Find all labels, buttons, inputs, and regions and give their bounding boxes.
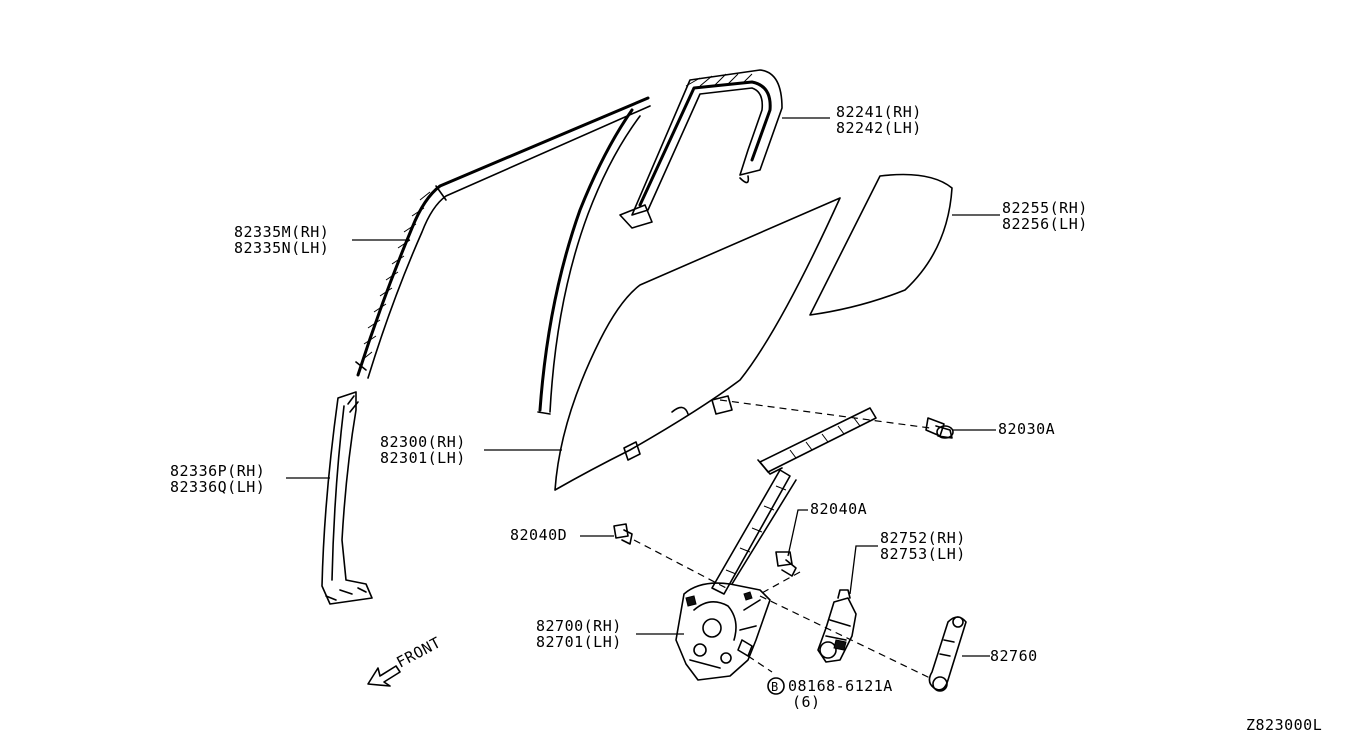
glass-run-82335 <box>355 96 651 379</box>
dash-82040D <box>633 539 731 591</box>
bolt-symbol-letter: B <box>771 680 779 694</box>
diagram-code: Z823000L <box>1246 716 1322 734</box>
label-82753: 82753(LH) <box>880 545 966 563</box>
bolt-symbol-B: B <box>767 677 785 695</box>
label-82300: 82300(RH) <box>380 433 466 451</box>
door-glass-82300 <box>554 197 841 491</box>
dash-08168 <box>747 655 773 673</box>
center-sash-channel <box>537 108 641 415</box>
label-82336P: 82336P(RH) <box>170 462 265 480</box>
label-82700: 82700(RH) <box>536 617 622 635</box>
handle-82760 <box>928 616 967 692</box>
label-82040A: 82040A <box>810 500 867 518</box>
label-82256: 82256(LH) <box>1002 215 1088 233</box>
dash-motor <box>759 595 931 679</box>
lower-sash-82336 <box>321 391 373 605</box>
window-regulator-82700 <box>675 407 877 681</box>
partition-glass-82255 <box>809 173 953 316</box>
label-82301: 82301(LH) <box>380 449 466 467</box>
leader-82040A <box>787 509 808 557</box>
sash-frame-82241 <box>619 69 783 229</box>
bolt-82030A <box>925 417 954 439</box>
label-82242: 82242(LH) <box>836 119 922 137</box>
label-82335N: 82335N(LH) <box>234 239 329 257</box>
label-82040D: 82040D <box>510 526 567 544</box>
label-82336Q: 82336Q(LH) <box>170 478 265 496</box>
label-08168: 08168-6121A <box>788 677 893 695</box>
label-82752: 82752(RH) <box>880 529 966 547</box>
front-direction-indicator: FRONT <box>367 633 444 687</box>
bolt-82040A <box>775 551 797 577</box>
label-82760: 82760 <box>990 647 1038 665</box>
label-82255: 82255(RH) <box>1002 199 1088 217</box>
label-82030A: 82030A <box>998 420 1055 438</box>
label-82241: 82241(RH) <box>836 103 922 121</box>
bolt-82040D <box>613 523 633 545</box>
front-label: FRONT <box>393 633 444 671</box>
regulator-motor-82752 <box>817 589 857 663</box>
leader-82752 <box>849 545 878 595</box>
dash-82030A <box>719 399 931 429</box>
label-82335M: 82335M(RH) <box>234 223 329 241</box>
label-82701: 82701(LH) <box>536 633 622 651</box>
dash-82040A <box>759 571 801 595</box>
label-08168-qty: (6) <box>792 693 821 711</box>
